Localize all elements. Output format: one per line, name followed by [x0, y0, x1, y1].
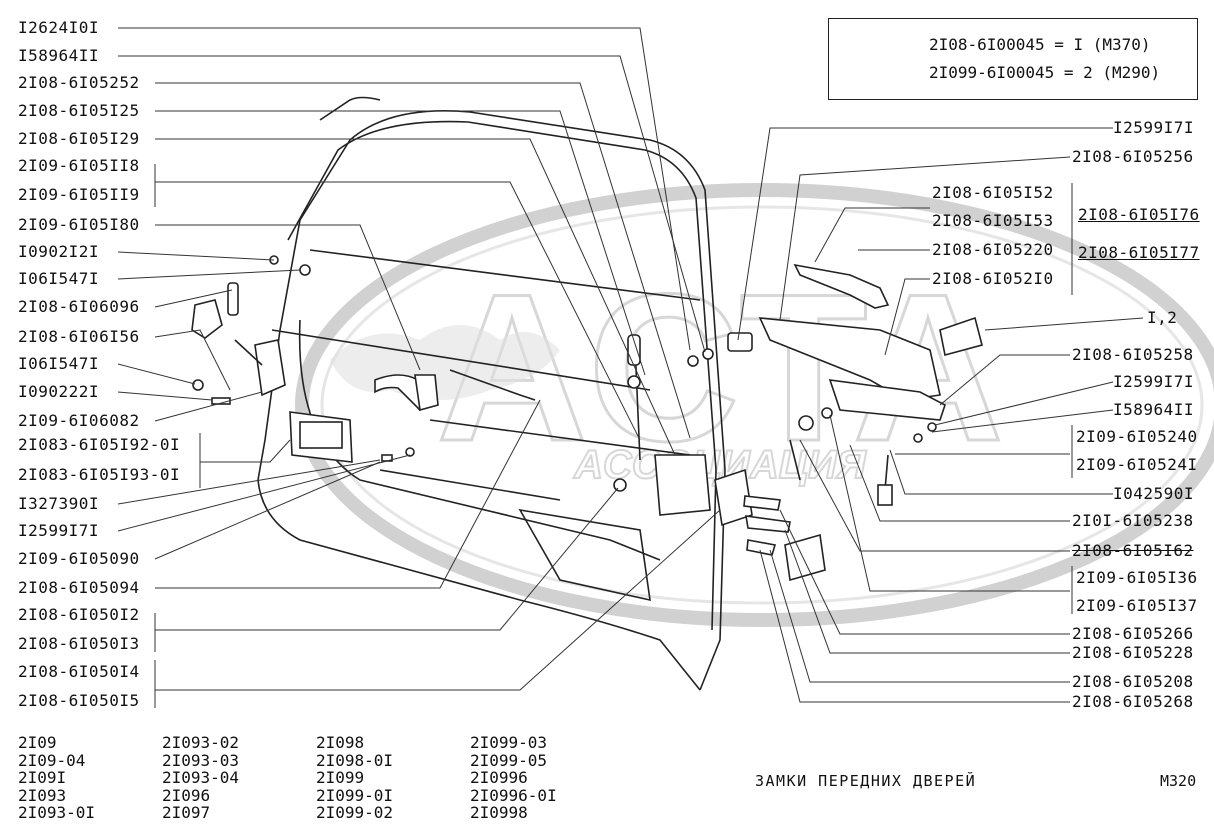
callout-right: I,2	[1147, 308, 1178, 327]
model-item: 2I099-03	[470, 733, 548, 752]
callout-right: I2599I7I	[1113, 118, 1195, 137]
callout-left: I090222I	[18, 382, 100, 401]
callout-right: 2I08-6I05I52	[932, 183, 1054, 202]
model-item: 2I099-02	[316, 803, 394, 822]
callout-right: 2I08-6I05268	[1072, 692, 1194, 711]
kit-info-box: 2I08-6I00045 = I (M370) 2I099-6I00045 = …	[828, 18, 1198, 100]
callout-left: 2I08-6I06096	[18, 297, 140, 316]
models-column-1: 2I09 2I09-04 2I09I 2I093 2I093-0I	[18, 734, 95, 822]
model-item: 2I09I	[18, 768, 67, 787]
diagram-title: ЗАМКИ ПЕРЕДНИХ ДВЕРЕЙ	[755, 772, 977, 790]
callout-right: I2599I7I	[1113, 372, 1195, 391]
callout-right: 2I08-6I05I76	[1078, 205, 1200, 224]
callout-left: 2I09-6I05090	[18, 549, 140, 568]
callout-left: 2I08-6I050I3	[18, 634, 140, 653]
callout-left: 2I08-6I05I29	[18, 129, 140, 148]
callout-right: 2I08-6I05258	[1072, 345, 1194, 364]
callout-left: 2I08-6I06I56	[18, 327, 140, 346]
model-item: 2I097	[162, 803, 211, 822]
callout-left: 2I09-6I06082	[18, 411, 140, 430]
model-item: 2I0998	[470, 803, 528, 822]
model-item: 2I093-0I	[18, 803, 96, 822]
callout-left: 2I08-6I050I5	[18, 691, 140, 710]
callout-left: I327390I	[18, 494, 100, 513]
model-item: 2I093-03	[162, 750, 240, 770]
callout-left: 2I08-6I050I4	[18, 662, 140, 681]
callout-left: 2I08-6I05094	[18, 578, 140, 597]
callout-right: I58964II	[1113, 400, 1195, 419]
callout-left: I2599I7I	[18, 521, 100, 540]
model-item: 2I099-0I	[316, 785, 394, 805]
model-item: 2I098-0I	[316, 750, 394, 770]
callout-right: 2I08-6I05208	[1072, 672, 1194, 691]
callout-right: 2I08-6I05I62	[1072, 541, 1194, 560]
callout-right: 2I09-6I0524I	[1076, 455, 1198, 474]
callout-right: 2I08-6I05256	[1072, 147, 1194, 166]
callout-left: I58964II	[18, 46, 100, 65]
callout-right: 2I09-6I05I36	[1076, 568, 1198, 587]
diagram-code: M320	[1160, 772, 1197, 790]
callout-right: 2I09-6I05I37	[1076, 596, 1198, 615]
model-item: 2I09	[18, 733, 57, 752]
callout-left: 2I08-6I050I2	[18, 605, 140, 624]
model-item: 2I09-04	[18, 750, 86, 770]
callout-left: 2I08-6I05I25	[18, 101, 140, 120]
callout-right: 2I08-6I05I77	[1078, 243, 1200, 262]
models-column-3: 2I098 2I098-0I 2I099 2I099-0I 2I099-02	[316, 734, 393, 822]
callout-right: 2I08-6I05228	[1072, 643, 1194, 662]
callout-left: I0902I2I	[18, 242, 100, 261]
callout-right: I042590I	[1113, 484, 1195, 503]
model-item: 2I099-05	[470, 750, 548, 770]
callout-left: 2I083-6I05I92-0I	[18, 435, 181, 454]
callout-left: I06I547I	[18, 269, 100, 288]
lock-parts-right	[743, 263, 983, 582]
model-item: 2I093-02	[162, 733, 240, 752]
model-item: 2I0996	[470, 768, 528, 787]
model-item: 2I099	[316, 768, 365, 787]
callout-right: 2I08-6I05220	[932, 240, 1054, 259]
callout-right: 2I08-6I052I0	[932, 269, 1054, 288]
callout-left: 2I09-6I05II9	[18, 185, 140, 204]
callout-right: 2I08-6I05I53	[932, 211, 1054, 230]
model-item: 2I093	[18, 785, 67, 805]
door-outline	[257, 96, 726, 691]
callout-left: 2I09-6I05II8	[18, 156, 140, 175]
kit-line-2: 2I099-6I00045 = 2 (M290)	[929, 63, 1161, 82]
models-column-4: 2I099-03 2I099-05 2I0996 2I0996-0I 2I099…	[470, 734, 557, 822]
model-item: 2I098	[316, 733, 365, 752]
model-item: 2I096	[162, 785, 211, 805]
callout-right: 2I08-6I05266	[1072, 624, 1194, 643]
leader-lines	[117, 27, 1144, 708]
callout-right: 2I0I-6I05238	[1072, 511, 1194, 530]
callout-left: 2I09-6I05I80	[18, 215, 140, 234]
callout-right: 2I09-6I05240	[1076, 427, 1198, 446]
callout-left: 2I08-6I05252	[18, 73, 140, 92]
callout-left: 2I083-6I05I93-0I	[18, 465, 181, 484]
lock-parts-left	[191, 255, 753, 527]
kit-line-1: 2I08-6I00045 = I (M370)	[929, 35, 1151, 54]
models-column-2: 2I093-02 2I093-03 2I093-04 2I096 2I097	[162, 734, 239, 822]
model-item: 2I0996-0I	[470, 785, 557, 805]
model-item: 2I093-04	[162, 768, 240, 787]
callout-left: I2624I0I	[18, 18, 100, 37]
callout-left: I06I547I	[18, 354, 100, 373]
